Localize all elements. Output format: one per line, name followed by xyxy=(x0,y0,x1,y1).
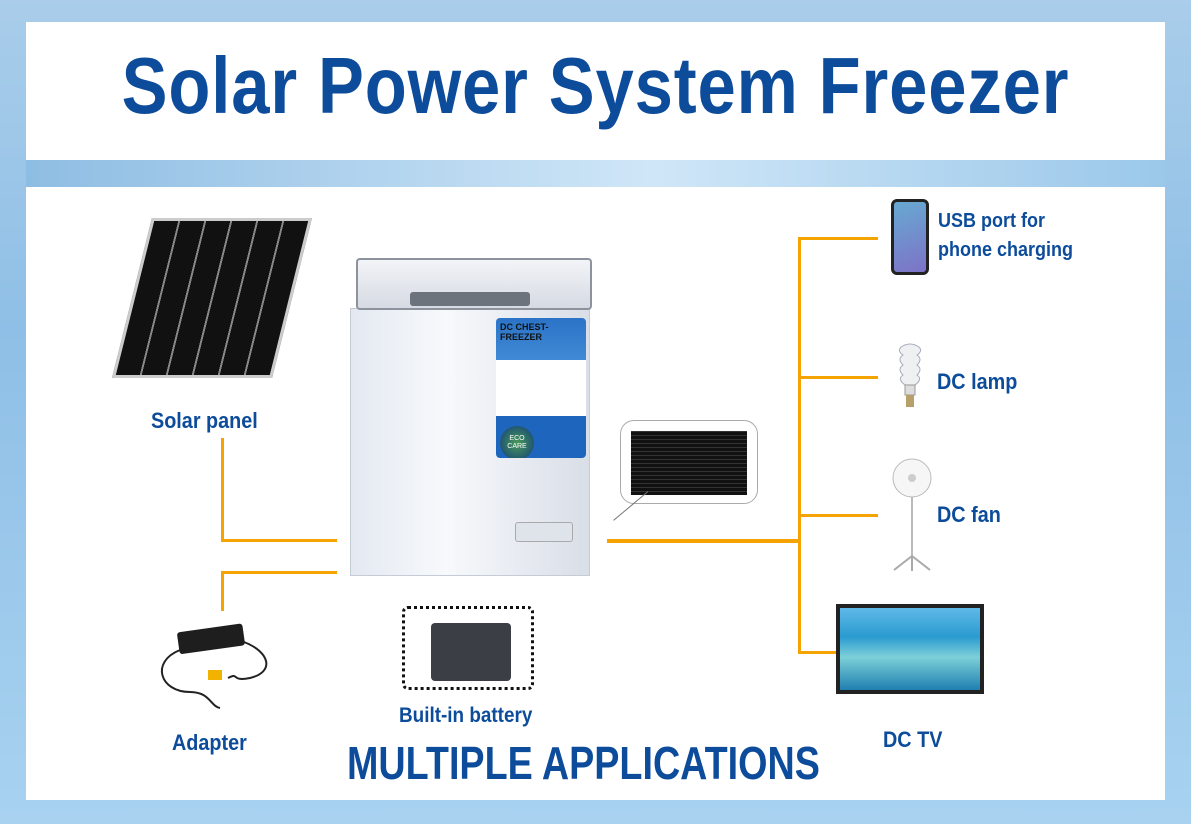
divider-strip xyxy=(26,160,1165,187)
usb-label-line1: USB port for xyxy=(938,210,1046,232)
control-panel-callout xyxy=(613,420,758,521)
phone-icon xyxy=(891,199,929,275)
title-banner: Solar Power System Freezer xyxy=(26,22,1165,160)
multiple-applications-heading: MULTIPLE APPLICATIONS xyxy=(347,737,820,789)
connector-line xyxy=(221,571,337,574)
connector-line xyxy=(798,237,878,240)
freezer-image: DC CHEST-FREEZER ECO CARE xyxy=(350,258,592,580)
battery-image xyxy=(402,606,534,690)
page-title: Solar Power System Freezer xyxy=(121,41,1070,130)
connector-line xyxy=(798,514,878,517)
connector-line xyxy=(221,438,224,542)
connector-line xyxy=(221,571,224,611)
control-panel xyxy=(515,522,573,542)
sticker-title: DC CHEST-FREEZER xyxy=(500,322,549,342)
connector-line xyxy=(607,539,801,543)
freezer-sticker: DC CHEST-FREEZER ECO CARE xyxy=(496,318,586,458)
adapter-icon xyxy=(160,623,268,709)
connector-line xyxy=(798,376,878,379)
dc-fan-label: DC fan xyxy=(937,502,1001,527)
solar-panel-image xyxy=(112,214,312,380)
adapter-label: Adapter xyxy=(172,730,247,755)
tv-icon xyxy=(836,604,984,694)
lamp-icon xyxy=(898,343,922,407)
usb-label-line2: phone charging xyxy=(938,239,1073,261)
dc-lamp-label: DC lamp xyxy=(937,369,1018,394)
connector-line xyxy=(798,237,801,653)
solar-panel-label: Solar panel xyxy=(151,408,258,433)
eco-care-logo: ECO CARE xyxy=(500,426,534,458)
dc-tv-label: DC TV xyxy=(883,727,943,752)
battery-label: Built-in battery xyxy=(399,704,533,727)
fan-icon xyxy=(892,458,932,571)
connector-line xyxy=(221,539,337,542)
